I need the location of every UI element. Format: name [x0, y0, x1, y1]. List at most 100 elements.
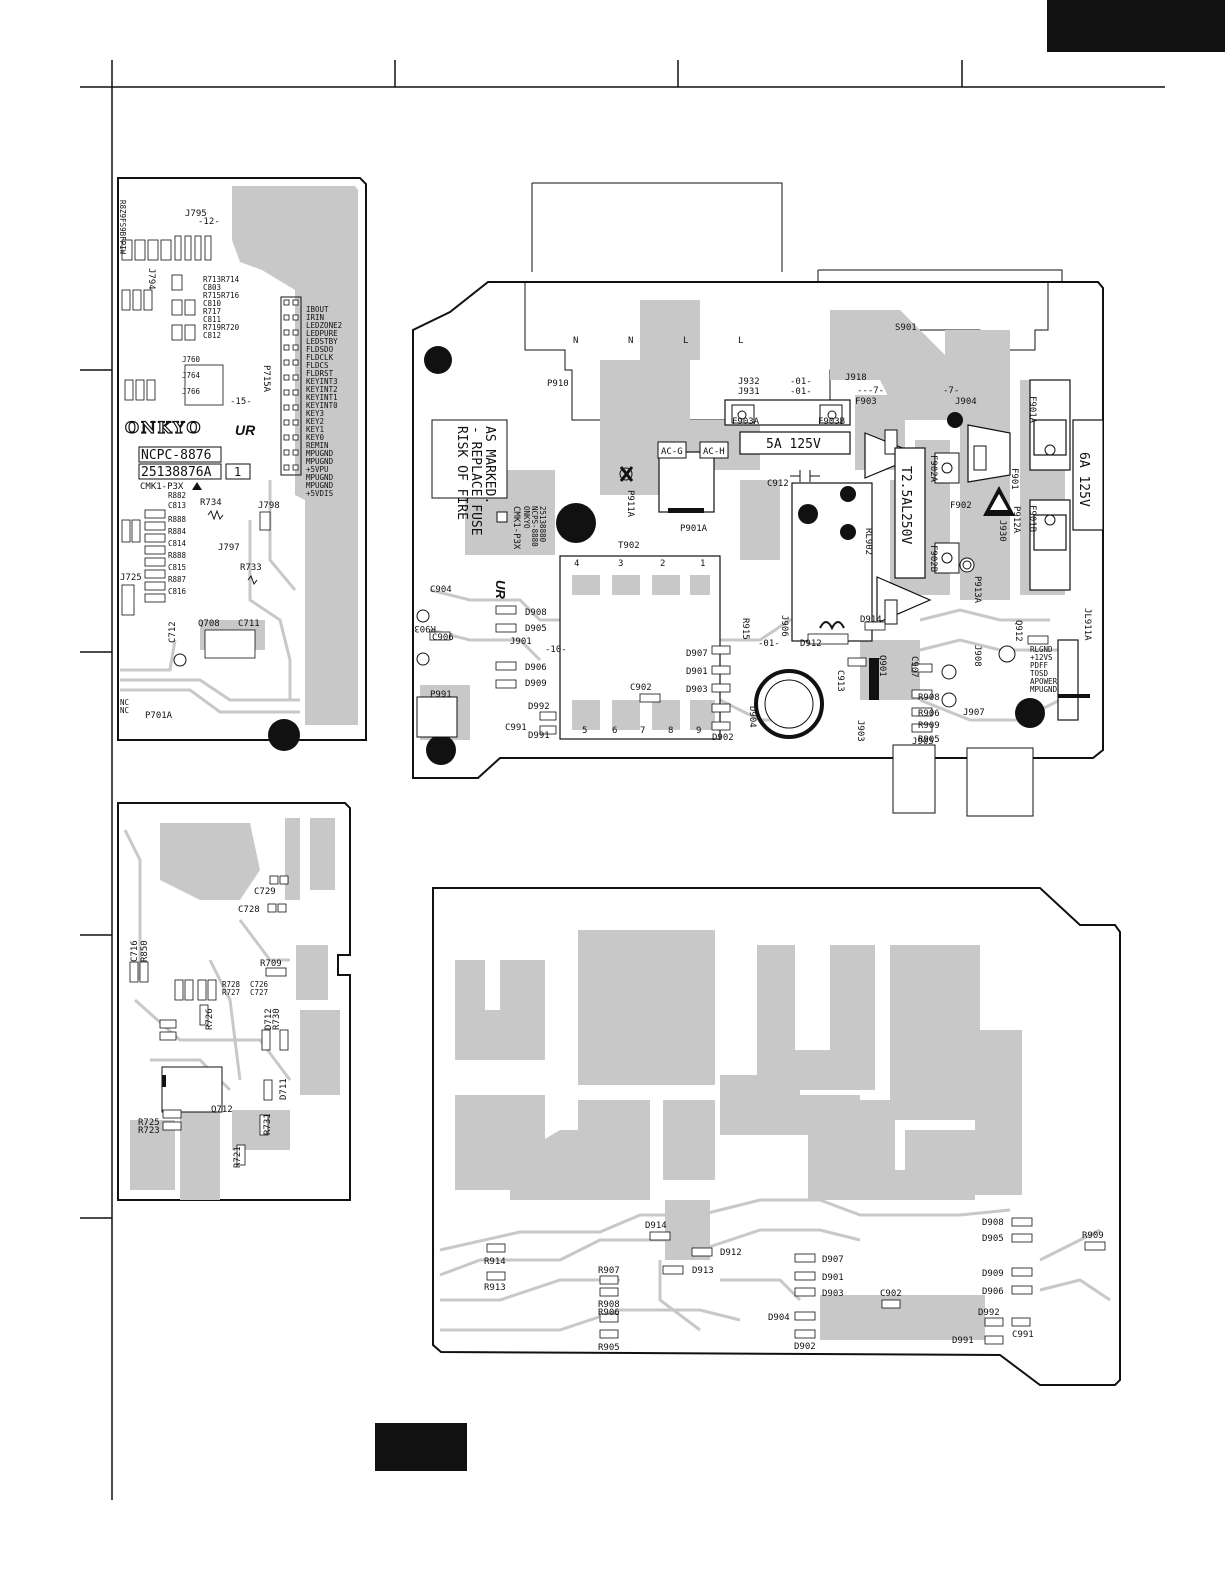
t902-pin-1: 1 — [700, 559, 705, 569]
c716-label: C716 — [130, 940, 140, 962]
j797-label: J797 — [218, 543, 240, 553]
svg-text:+12VS: +12VS — [1030, 653, 1053, 662]
j794-label: J794 — [146, 268, 156, 290]
svg-text:LEDZONE2: LEDZONE2 — [306, 321, 342, 330]
d904-label: D904 — [747, 706, 757, 728]
svg-text:FLDSDO: FLDSDO — [306, 345, 334, 354]
s901-label: S901 — [895, 323, 917, 333]
svg-text:C815: C815 — [168, 563, 186, 572]
f902-rating: T2.5AL250V — [898, 466, 913, 544]
ncpc-label: NCPC-8876 — [141, 448, 211, 463]
p910-pin-n2: N — [628, 336, 633, 346]
svg-text:APOWER: APOWER — [1030, 677, 1058, 686]
r905-label: R905 — [918, 735, 940, 745]
d903-label: D903 — [686, 685, 708, 695]
r731-label: R731 — [263, 1113, 273, 1135]
corner-tab — [1047, 0, 1225, 52]
c712-label: C712 — [168, 621, 178, 643]
c812-label: C812 — [203, 331, 221, 340]
b-d904-label: D904 — [768, 1313, 790, 1323]
b-d902-label: D902 — [794, 1342, 816, 1352]
jumper-marker-7b: -7- — [943, 386, 959, 396]
r850-label: R850 — [140, 940, 150, 962]
f902b-label: F902B — [928, 545, 938, 572]
cmk1-label: CMK1-P3X — [140, 482, 184, 492]
b-r908-label: R908 — [598, 1300, 620, 1310]
c810-label: C810 — [203, 299, 222, 308]
ac-h-label: AC-H — [703, 447, 725, 457]
b-d908-label: D908 — [982, 1218, 1004, 1228]
d905-label: D905 — [525, 624, 547, 634]
d992-label: D992 — [528, 702, 550, 712]
t902-pin-3: 3 — [618, 559, 623, 569]
b-d913-label: D913 — [692, 1266, 714, 1276]
f903b-label: F903B — [818, 417, 845, 427]
t902-pin-7: 7 — [640, 726, 645, 736]
p913a-label: P913A — [972, 576, 982, 604]
svg-text:C816: C816 — [168, 587, 187, 596]
f903a-label: F903A — [732, 417, 760, 427]
r719-label: R719R720 — [203, 323, 240, 332]
j901-label: J901 — [510, 637, 532, 647]
warning-triangle-icon — [192, 482, 202, 490]
r713r714-label: R713R714 — [203, 275, 240, 284]
r715-label: R715R716 — [203, 291, 240, 300]
ac-g-label: AC-G — [661, 447, 683, 457]
svg-text:LEDPURE: LEDPURE — [306, 329, 338, 338]
warning-line-2: - REPLACE FUSE — [468, 426, 483, 536]
bottom-power-board: D914 D912 D913 R914 R913 R907 R908 R906 … — [432, 887, 1121, 1386]
d912-label: D912 — [800, 639, 822, 649]
r915-label: R915 — [740, 618, 750, 640]
j795-label: J795 — [185, 209, 207, 219]
board-id-2: ONKYO — [522, 506, 531, 529]
b-r914-label: R914 — [484, 1257, 506, 1267]
d909-label: D909 — [525, 679, 547, 689]
r908-label: R908 — [918, 693, 940, 703]
ul-logo-icon: UR — [235, 422, 256, 438]
svg-text:REMIN: REMIN — [306, 441, 329, 450]
b-d907-label: D907 — [822, 1255, 844, 1265]
b-d991-label: D991 — [952, 1336, 974, 1346]
svg-text:KEY2: KEY2 — [306, 417, 324, 426]
svg-text:MPUGND: MPUGND — [306, 473, 334, 482]
f901-label: F901 — [1009, 468, 1019, 490]
c912-label: C912 — [767, 479, 789, 489]
b-d912-label: D912 — [720, 1248, 742, 1258]
pcb-number-label: 25138876A — [141, 465, 212, 480]
f901-rating: 6A 125V — [1076, 452, 1091, 507]
b-d905-label: D905 — [982, 1234, 1004, 1244]
p715a-label: P715A — [261, 365, 271, 393]
d906-label: D906 — [525, 663, 547, 673]
svg-text:KEY1: KEY1 — [306, 425, 324, 434]
svg-text:IRIN: IRIN — [306, 313, 324, 322]
b-d914-label: D914 — [645, 1221, 667, 1231]
b-d901-label: D901 — [822, 1273, 844, 1283]
warning-line-3: AS MARKED. — [482, 426, 497, 504]
b-r907-label: R907 — [598, 1266, 620, 1276]
j918-label: J918 — [845, 373, 867, 383]
svg-text:R887: R887 — [168, 575, 186, 584]
r733-label: R733 — [240, 563, 262, 573]
b-r909-label: R909 — [1082, 1231, 1104, 1241]
svg-text:KEY3: KEY3 — [306, 409, 324, 418]
marker-15: -15- — [230, 397, 252, 407]
d712-label: D712 — [264, 1008, 274, 1030]
left-bottom-board: C729 C728 C716 R850 R709 R728 C726 R727 … — [117, 802, 351, 1201]
svg-text:MPUGND: MPUGND — [1030, 685, 1058, 694]
f902-label: F902 — [950, 501, 972, 511]
svg-text:MPUGND: MPUGND — [306, 457, 334, 466]
q901-label: Q901 — [877, 655, 887, 677]
b-d992-label: D992 — [978, 1308, 1000, 1318]
svg-text:R888: R888 — [168, 551, 187, 560]
r726-label: R726 — [205, 1008, 215, 1030]
t902-pin-5: 5 — [582, 726, 587, 736]
b-r913-label: R913 — [484, 1283, 506, 1293]
c906-label: C906 — [432, 633, 454, 643]
p701a-label: P701A — [145, 711, 173, 721]
j932-label: J932 — [738, 377, 760, 387]
onkyo-logo: ONKYO — [125, 418, 202, 437]
c711-label: C711 — [238, 619, 260, 629]
c803-label: C803 — [203, 283, 221, 292]
d902-label: D902 — [712, 733, 734, 743]
